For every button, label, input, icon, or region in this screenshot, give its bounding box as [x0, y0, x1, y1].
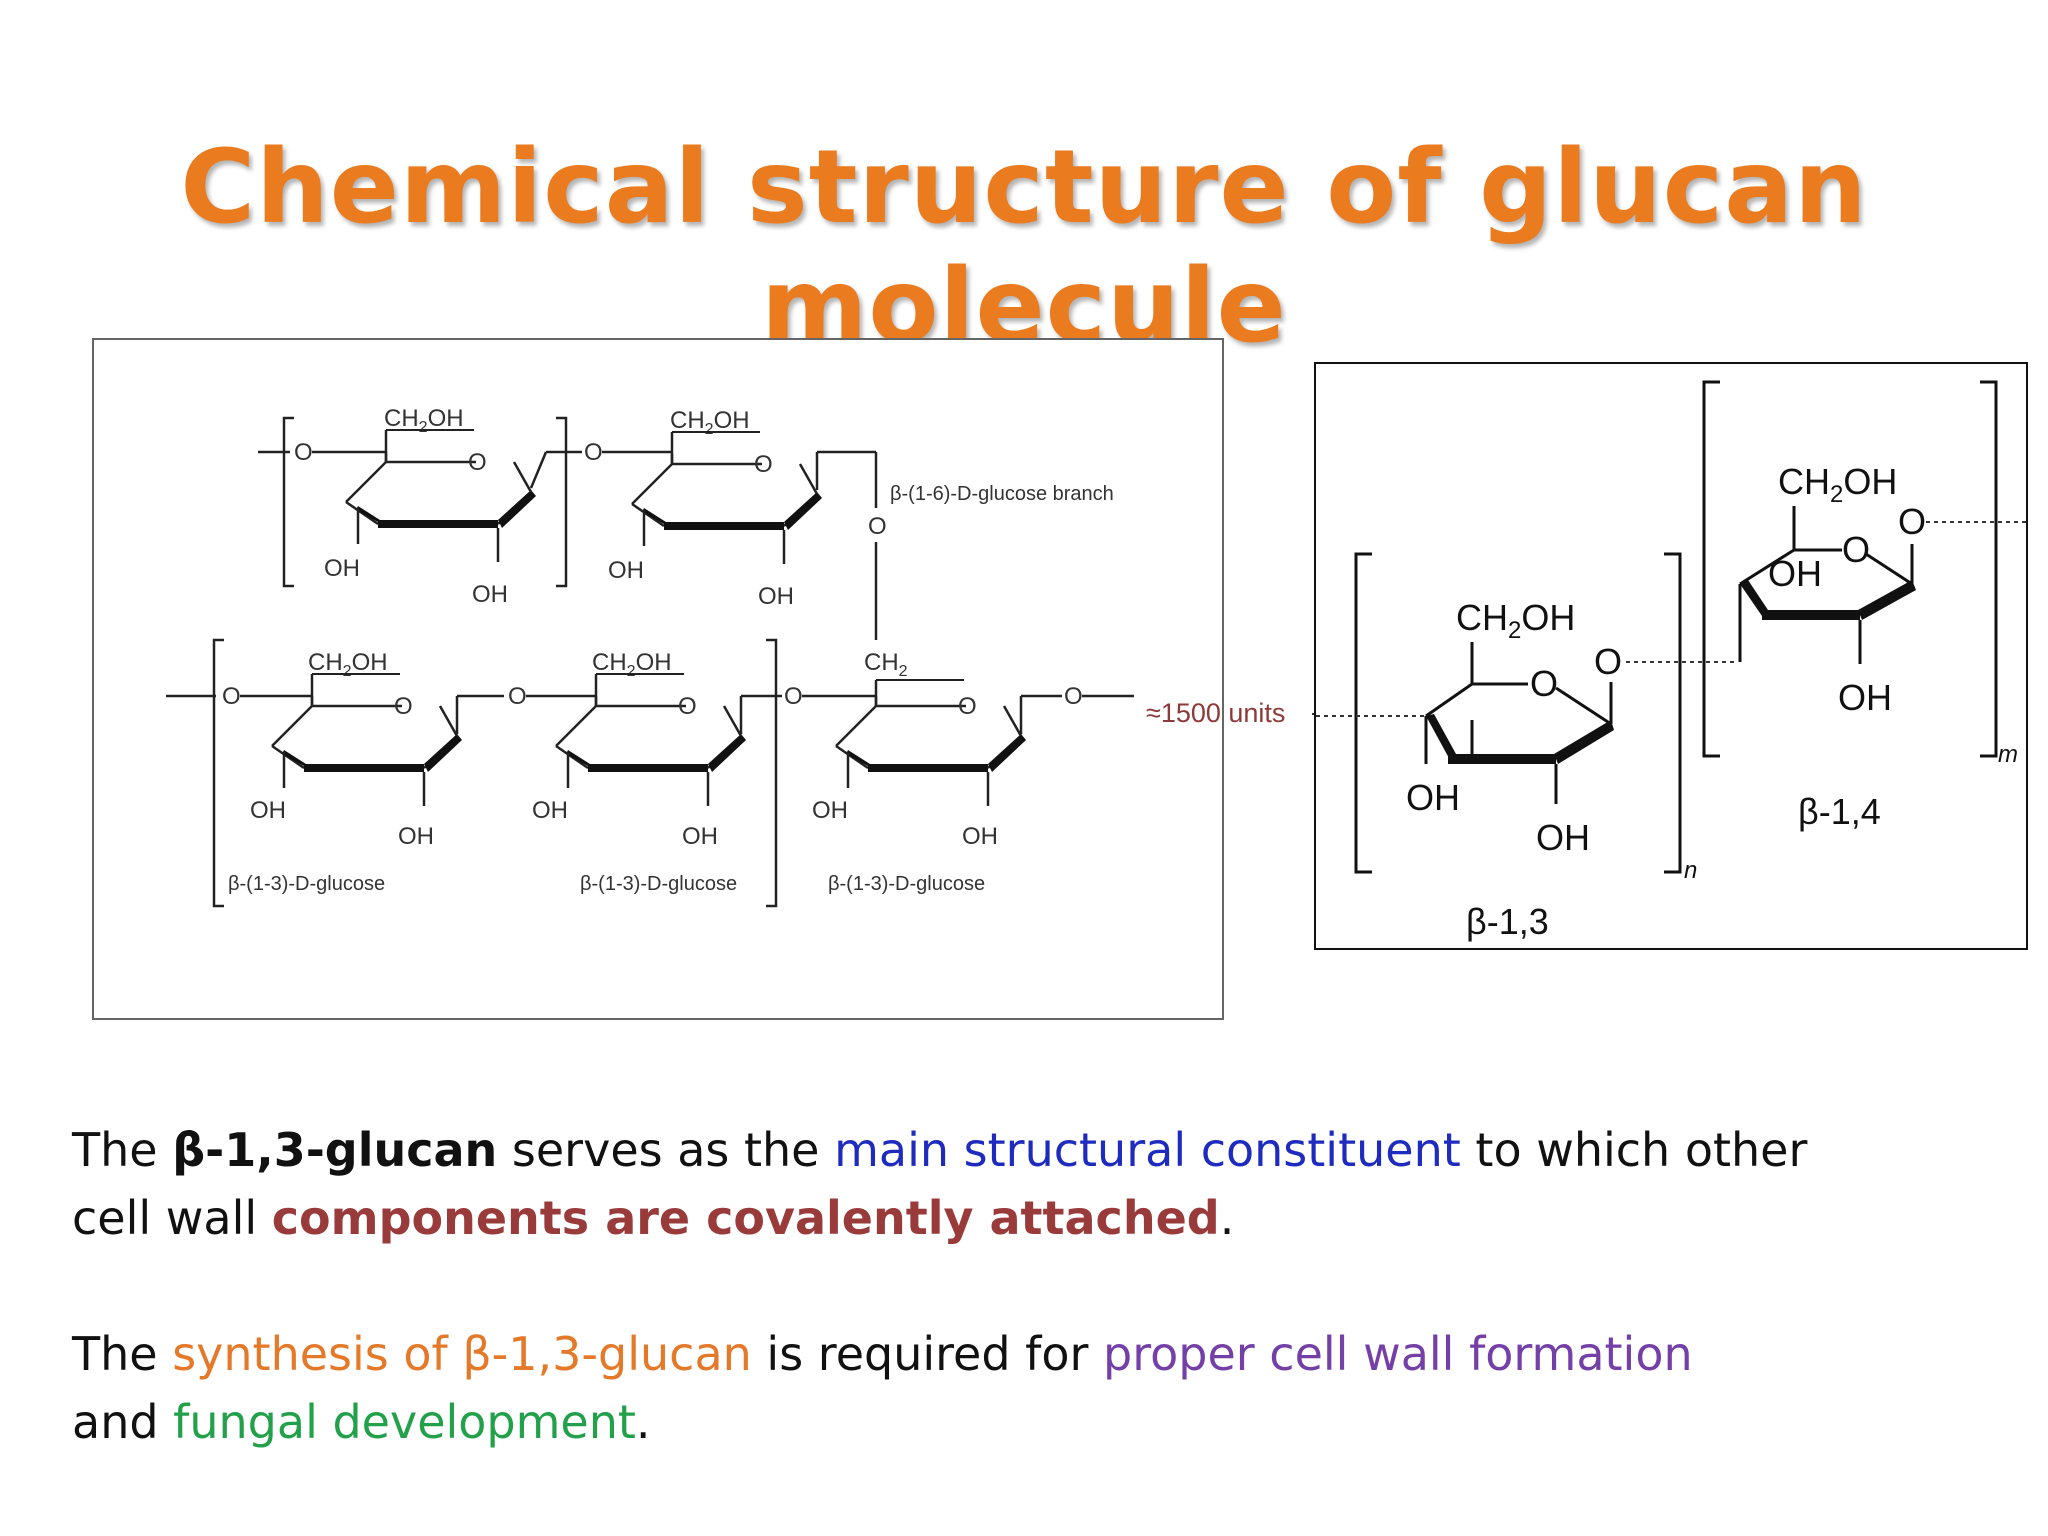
hydroxyl-label: OH [250, 797, 286, 824]
beta-1-4-label: β-1,4 [1798, 791, 1881, 832]
ring-oxygen: O [1594, 641, 1622, 682]
glucan-linkage-diagram: n CH2OH O O OH OH β-1,3 m [1316, 380, 2026, 942]
ring-oxygen: O [394, 693, 413, 720]
highlight-main-structural-constituent: main structural constituent [834, 1123, 1461, 1177]
ring-oxygen: O [678, 693, 697, 720]
ring-oxygen: O [294, 439, 313, 466]
paragraph-synthesis: The synthesis of β-1,3-glucan is require… [72, 1320, 1972, 1456]
slide-title: Chemical structure of glucan molecule [180, 128, 1868, 366]
ring-oxygen: O [1898, 501, 1926, 542]
glucan-linkage-figure: n CH2OH O O OH OH β-1,3 m [1314, 362, 2028, 950]
text-run: . [635, 1395, 651, 1449]
paragraph-structural-constituent: The β-1,3-glucan serves as the main stru… [72, 1116, 1972, 1252]
ch2oh-label: CH2OH [384, 405, 464, 436]
hydroxyl-label: OH [532, 797, 568, 824]
hydroxyl-label: OH [758, 583, 794, 610]
hydroxyl-label: OH [398, 823, 434, 850]
m-subscript: m [1998, 741, 2018, 768]
ch2oh-label: CH2OH [1456, 597, 1575, 644]
hydroxyl-label: OH [962, 823, 998, 850]
hydroxyl-label: OH [682, 823, 718, 850]
hydroxyl-label: OH [1406, 777, 1460, 818]
hydroxyl-label: OH [812, 797, 848, 824]
hydroxyl-label: OH [472, 581, 508, 608]
ch2oh-label: CH2OH [1778, 461, 1897, 508]
glucan-branch-structure-figure: O CH2OH O OH OH O CH2OH O OH OH O [92, 338, 1224, 1020]
hydroxyl-label: OH [608, 557, 644, 584]
ring-oxygen: O [1064, 683, 1083, 710]
glucan-branch-structure-diagram: O CH2OH O OH OH O CH2OH O OH OH O [166, 405, 1134, 908]
hydroxyl-label: OH [1838, 677, 1892, 718]
ring-oxygen: O [1530, 663, 1558, 704]
ring-oxygen: O [958, 693, 977, 720]
highlight-synthesis: synthesis of β-1,3-glucan [172, 1327, 752, 1381]
text-run: The [72, 1327, 173, 1381]
text-run: serves as the [497, 1123, 835, 1177]
emphasis-beta-glucan: β-1,3-glucan [172, 1123, 498, 1177]
branch-label: β-(1-6)-D-glucose branch [890, 483, 1114, 505]
text-run: . [1219, 1191, 1235, 1245]
branch-oxygen: O [868, 513, 887, 540]
ring-oxygen: O [222, 683, 241, 710]
glucose-label: β-(1-3)-D-glucose [228, 873, 385, 895]
text-run: cell wall [72, 1191, 272, 1245]
n-subscript: n [1684, 857, 1697, 884]
beta-1-3-label: β-1,3 [1466, 901, 1549, 942]
ch2oh-label: CH2OH [592, 649, 672, 680]
hydroxyl-label: OH [1768, 553, 1822, 594]
glucose-label: β-(1-3)-D-glucose [828, 873, 985, 895]
units-label: ≈1500 units [1146, 698, 1286, 728]
glucose-label: β-(1-3)-D-glucose [580, 873, 737, 895]
text-run: and [72, 1395, 174, 1449]
ring-oxygen: O [1842, 529, 1870, 570]
highlight-cell-wall-formation: proper cell wall formation [1103, 1327, 1693, 1381]
highlight-fungal-development: fungal development [173, 1395, 636, 1449]
text-run: is required for [751, 1327, 1104, 1381]
highlight-covalently-attached: components are covalently attached [271, 1191, 1220, 1245]
text-run: to which other [1460, 1123, 1808, 1177]
ch2oh-label: CH2OH [308, 649, 388, 680]
hydroxyl-label: OH [324, 555, 360, 582]
ring-oxygen: O [584, 439, 603, 466]
ring-oxygen: O [508, 683, 527, 710]
ring-oxygen: O [468, 449, 487, 476]
ch2oh-label: CH2OH [670, 407, 750, 438]
ring-oxygen: O [784, 683, 803, 710]
hydroxyl-label: OH [1536, 817, 1590, 858]
ch2-label: CH2 [864, 649, 908, 680]
ring-oxygen: O [754, 451, 773, 478]
text-run: The [72, 1123, 173, 1177]
